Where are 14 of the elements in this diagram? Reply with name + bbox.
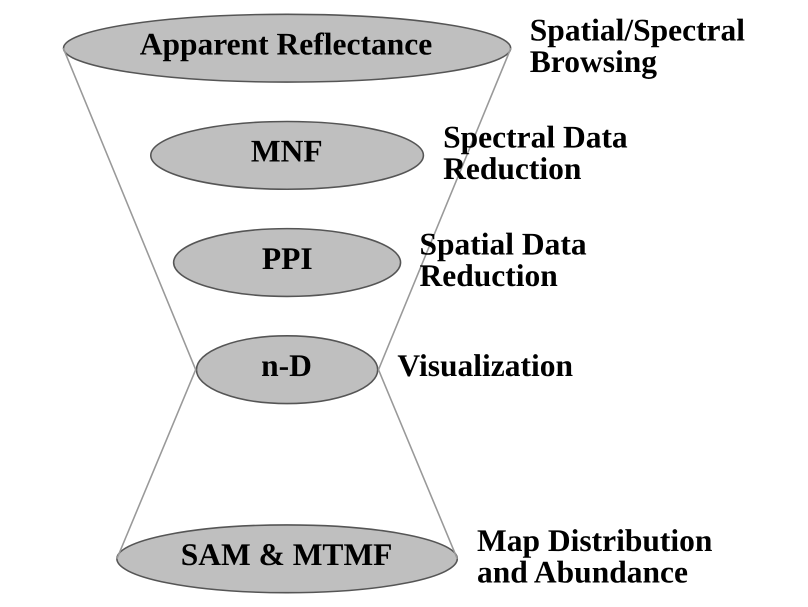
node-ellipse: PPI <box>172 228 401 298</box>
node-ellipse: SAM & MTMF <box>116 524 458 594</box>
node-label: Map Distribution and Abundance <box>476 522 712 590</box>
node-ellipse: n-D <box>195 335 378 404</box>
node-ellipse: MNF <box>149 120 424 190</box>
node-ellipse: Apparent Reflectance <box>62 14 511 83</box>
connector <box>62 48 196 370</box>
node-label: Spatial/Spectral Browsing <box>529 12 745 79</box>
connector <box>377 369 458 560</box>
connector <box>377 48 512 370</box>
node-label: Visualization <box>396 348 573 383</box>
node-label: Spectral Data Reduction <box>442 119 628 186</box>
node-label: Spatial Data Reduction <box>418 226 586 294</box>
connector <box>116 369 196 560</box>
